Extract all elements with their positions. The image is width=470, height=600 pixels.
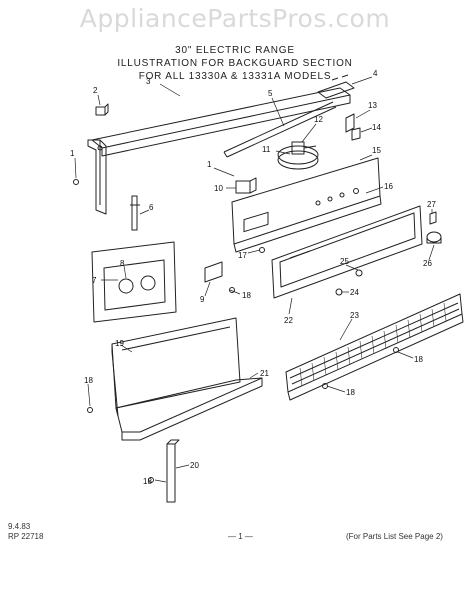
part-5-rod: [223, 101, 337, 158]
callout-11: 11: [262, 145, 271, 154]
callout-15: 15: [372, 146, 381, 155]
part-10-switch: [235, 177, 257, 194]
callout-16: 16: [384, 182, 393, 191]
part-6-rod: [130, 195, 140, 231]
callout-12: 12: [314, 115, 323, 124]
callout-26: 26: [423, 259, 432, 268]
callout-23: 23: [350, 311, 359, 320]
diagram-models: FOR ALL 13330A & 13331A MODELS: [138, 71, 332, 82]
part-22-glass-panel: [271, 205, 423, 299]
callout-20: 20: [190, 461, 199, 470]
callout-18-b: 18: [414, 355, 423, 364]
callout-8: 8: [120, 259, 125, 268]
part-4-bracket: [317, 74, 355, 99]
callout-24: 24: [350, 288, 359, 297]
callout-19: 19: [115, 339, 124, 348]
part-27-clip: [429, 211, 437, 225]
footer-parts-note: (For Parts List See Page 2): [346, 532, 443, 541]
leader-lines: [74, 76, 435, 483]
part-21-base-flange: [115, 377, 263, 441]
callout-1b: 1: [207, 160, 212, 169]
callout-13: 13: [368, 101, 377, 110]
part-12-clock-timer: [277, 141, 319, 170]
callout-10: 10: [214, 184, 223, 193]
part-20-support-bar: [166, 439, 180, 503]
callout-18-d: 18: [346, 388, 355, 397]
callout-6: 6: [149, 203, 154, 212]
callout-21: 21: [260, 369, 269, 378]
callout-17: 17: [238, 251, 247, 260]
callout-27: 27: [427, 200, 436, 209]
part-26-knob: [426, 231, 442, 244]
callout-25: 25: [340, 257, 349, 266]
callout-3: 3: [146, 77, 151, 86]
callout-18-c: 18: [84, 376, 93, 385]
diagram-subtitle: ILLUSTRATION FOR BACKGUARD SECTION: [117, 58, 353, 69]
callout-4: 4: [373, 69, 378, 78]
callout-5: 5: [268, 89, 273, 98]
part-25-screw: [355, 269, 363, 277]
callout-18-e: 18: [143, 477, 152, 486]
callout-2: 2: [93, 86, 98, 95]
screws: [73, 179, 399, 483]
part-15-control-panel: [231, 157, 382, 253]
callout-1: 1: [70, 149, 75, 158]
footer-page: — 1 —: [228, 532, 253, 541]
callout-22: 22: [284, 316, 293, 325]
part-13-bracket: [345, 113, 355, 133]
part-7-side-panel: [91, 241, 177, 323]
part-3-top-trim: [91, 87, 351, 157]
watermark: AppliancePartsPros.com: [79, 4, 391, 33]
callout-14: 14: [372, 123, 381, 132]
part-9-bracket: [204, 261, 223, 283]
callout-18-a: 18: [242, 291, 251, 300]
part-2-clip: [95, 103, 109, 116]
callout-9: 9: [200, 295, 205, 304]
diagram-title: 30" ELECTRIC RANGE: [175, 45, 295, 56]
part-left-side-bracket: [87, 139, 107, 215]
part-23-vent-grille: [285, 293, 464, 401]
part-14-bracket: [351, 127, 361, 141]
footer-date: 9.4.83: [8, 522, 31, 531]
footer-code: RP 22718: [8, 532, 44, 541]
vent-louvers: [299, 302, 447, 387]
callout-7: 7: [92, 276, 97, 285]
callout-labels: 3 2 1 5 4 13 14 12 11 15 1 10 16 6 27 26…: [70, 69, 436, 486]
part-19-rear-cover: [111, 317, 241, 417]
